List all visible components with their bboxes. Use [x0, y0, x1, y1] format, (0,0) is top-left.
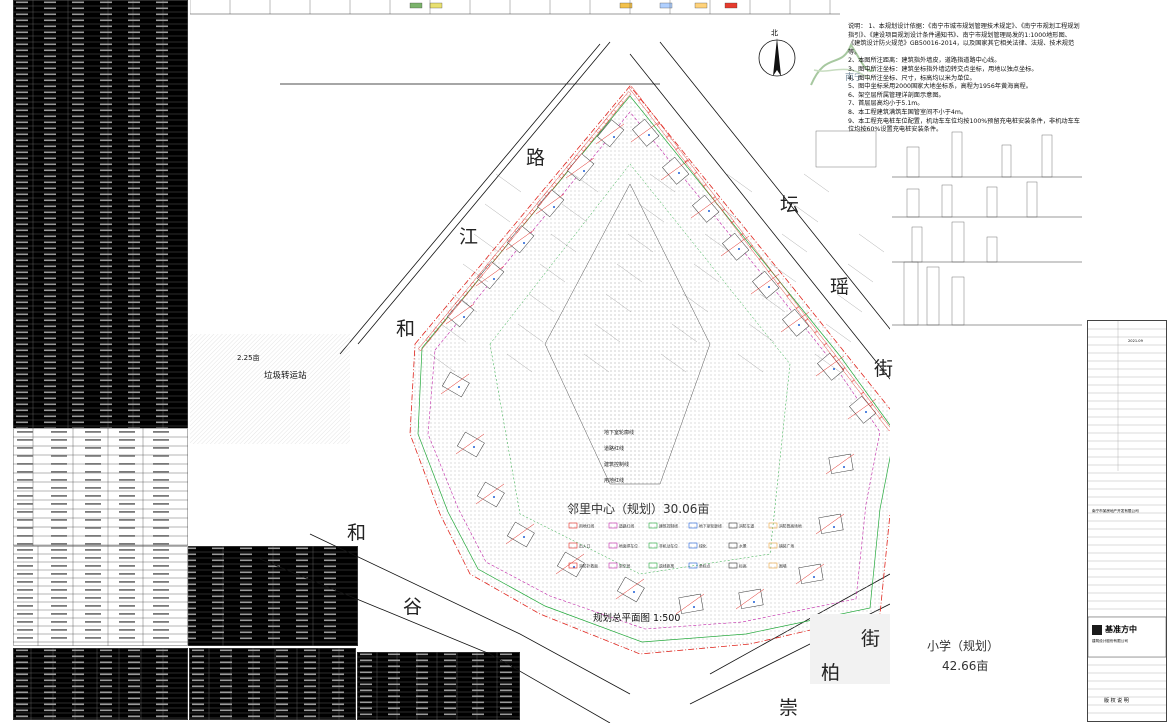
title-block: 基准方中 建筑设计股份有限公司 版 权 说 明 南宁市某房地产开发有限公司 20… — [1087, 320, 1167, 722]
note-2: 2、本图所注距离：建筑指外墙皮，道路指道路中心线。 — [848, 57, 1001, 65]
note-8: 8、本工程建筑满筑车国管室间不小于4m。 — [848, 108, 968, 116]
school-area: 42.66亩 — [942, 659, 989, 673]
place-label: 南宁 — [845, 73, 864, 83]
legend-label: 架空层 — [619, 564, 631, 569]
road-label-hegu-2: 谷 — [403, 596, 423, 618]
annot-underground: 地下室轮廓线 — [604, 430, 635, 436]
annot-building-line: 建筑控制线 — [604, 462, 630, 468]
company-name: 基准方中 — [1105, 625, 1137, 634]
legend-label: 消防车道 — [739, 524, 754, 529]
north-arrow: 北 — [756, 28, 798, 83]
top-legend-strip — [189, 0, 840, 16]
road-label-hejiang-1: 和 — [396, 318, 416, 340]
bottom-table-1 — [13, 648, 188, 720]
road-label-chongbai-1: 崇 — [779, 697, 799, 719]
note-5: 5、图中坐标采用2000国家大地坐标系，高程为1956年黄海高程。 — [848, 83, 1032, 91]
road-label-wutan-2: 瑶 — [830, 276, 850, 298]
road-label-wutan-3: 街 — [874, 358, 894, 380]
road-label-chongbai-2: 柏 — [821, 662, 841, 684]
bottom-table-2 — [189, 648, 356, 720]
company-logo-mark — [1092, 625, 1102, 635]
note-9: 9、本工程充电桩车位配置，机动车车位均按100%预留充电桩安装条件，非机动车车位… — [848, 117, 1080, 134]
plan-legend: 用地红线 道路红线 建筑控制线 地下室轮廓线 消防车道 消防登高场地出入口 地面停车位 非机动… — [567, 519, 807, 585]
road-label-hegu-1: 和 — [347, 522, 367, 544]
legend-label: 绿化 — [699, 544, 707, 549]
neighborhood-center-label: 邻里中心（规划）30.06亩 — [567, 502, 710, 516]
road-edges — [259, 41, 890, 723]
garbage-area-label: 2.25亩 — [237, 354, 260, 362]
white-table-bottom — [13, 546, 188, 646]
legend-label: 退线距离 — [659, 564, 674, 569]
client-name: 南宁市某房地产开发有限公司 — [1092, 509, 1139, 513]
road-label-hejiang-3: 路 — [526, 147, 546, 169]
legend-label: 地面停车位 — [619, 544, 638, 549]
section-elevations — [815, 130, 1082, 326]
road-label-chongbai-3: 街 — [861, 628, 881, 650]
road-label-hejiang-2: 江 — [459, 226, 479, 248]
north-label: 北 — [771, 29, 778, 37]
legend-label: 坐标点 — [699, 564, 711, 569]
annot-setback-line: 用地红线 — [604, 478, 625, 484]
note-3: 3、图中所注坐标：建筑坐标指外墙边转交点坐标，用地以独点坐标。 — [848, 65, 1038, 73]
legend-label: 消防扑救面 — [579, 564, 598, 569]
note-1: 1、本规划设计依据：《南宁市城市规划管理技术规定》、《南宁市规划工程规划指引》、… — [848, 23, 1080, 56]
legend-label: 出入口 — [579, 544, 591, 549]
note-6: 6、架空层所属管理详剖面示意图。 — [848, 91, 945, 99]
annot-red-line: 道路红线 — [604, 446, 625, 452]
note-4: 4、图中所注坐标、尺寸，标高均以米为单位。 — [848, 74, 976, 82]
site-plan — [190, 41, 890, 723]
legend-label: 道路红线 — [619, 524, 634, 529]
bottom-table-3 — [357, 652, 520, 720]
legend-label: 铺装广场 — [779, 544, 794, 549]
design-notes: 说明： 1、本规划设计依据：《南宁市城市规划管理技术规定》、《南宁市规划工程规划… — [848, 23, 1080, 135]
road-label-wutan-1: 坛 — [780, 194, 800, 216]
school-label: 小学（规划） — [927, 639, 1000, 653]
garbage-station-label: 垃圾转运站 — [264, 371, 307, 381]
legend-label: 建筑控制线 — [659, 524, 678, 529]
legend-label: 标高 — [739, 564, 747, 569]
city-map-sketch — [810, 42, 875, 86]
note-7: 7、首层层高均小于5.1m。 — [848, 100, 924, 108]
company-sub: 建筑设计股份有限公司 — [1092, 639, 1128, 643]
legend-label: 用地红线 — [579, 524, 594, 529]
drawing-title: 规划总平面图 1:500 — [593, 613, 681, 624]
legend-label: 水景 — [739, 544, 747, 549]
legend-label: 围墙 — [779, 564, 787, 569]
mid-left-table — [13, 428, 188, 546]
notes-heading: 说明： — [848, 23, 867, 30]
legend-label: 非机动车位 — [659, 544, 678, 549]
legend-label: 消防登高场地 — [779, 524, 802, 529]
legend-label: 地下室轮廓线 — [699, 524, 722, 529]
issue-date: 2021.09 — [1128, 339, 1143, 343]
version-label: 版 权 说 明 — [1104, 698, 1129, 704]
